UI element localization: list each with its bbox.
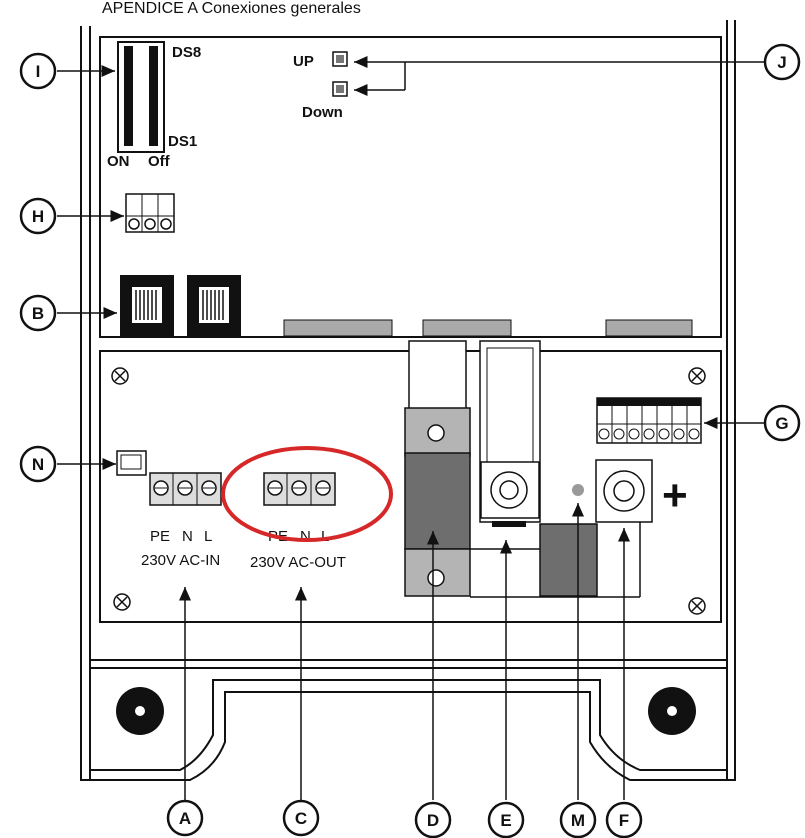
screw-icon <box>688 597 706 615</box>
ac-in-pe-label: PE <box>150 528 170 545</box>
ac-in-terminal <box>149 472 222 506</box>
ds8-label: DS8 <box>172 44 201 61</box>
callout-F-letter: F <box>619 811 629 830</box>
fuse-holder <box>404 340 471 597</box>
screw-icon <box>688 367 706 385</box>
temperature-sensor <box>572 484 584 496</box>
off-label: Off <box>148 153 171 170</box>
dip-switch-block <box>117 41 165 153</box>
edge-connector-3 <box>605 319 693 337</box>
on-label: ON <box>107 153 130 170</box>
callout-A <box>166 799 204 837</box>
ac-out-n-label: N <box>300 528 311 545</box>
callout-G <box>763 404 801 442</box>
callout-N <box>19 445 57 483</box>
callout-D <box>414 801 452 838</box>
ac-out-terminal <box>263 472 336 506</box>
ac-in-label: 230V AC-IN <box>141 552 220 569</box>
edge-connector-1 <box>283 319 393 337</box>
edge-connector-2 <box>422 319 512 337</box>
callout-J <box>763 43 801 81</box>
control-board <box>99 36 722 338</box>
rj-jack-left <box>120 275 174 337</box>
callout-H-letter: H <box>32 207 44 226</box>
callout-G-letter: G <box>775 414 788 433</box>
callout-E <box>487 801 525 838</box>
page-title: APENDICE A Conexiones generales <box>102 0 361 17</box>
callout-M-letter: M <box>571 811 585 830</box>
battery-negative-terminal <box>479 340 541 527</box>
callout-J-letter: J <box>777 53 786 72</box>
shunt-block <box>539 523 598 597</box>
rj-jack-right <box>187 275 241 337</box>
callout-E-letter: E <box>500 811 511 830</box>
enclosure <box>80 20 736 781</box>
callout-I <box>19 52 57 90</box>
ds1-label: DS1 <box>168 133 197 150</box>
leader-lines <box>57 56 764 800</box>
plus-symbol: + <box>662 471 688 520</box>
small-terminal-block <box>125 193 175 233</box>
callout-M <box>559 801 597 838</box>
ac-in-l-label: L <box>204 528 212 545</box>
callout-B <box>19 294 57 332</box>
ac-out-label: 230V AC-OUT <box>250 554 346 571</box>
callout-A-letter: A <box>179 809 191 828</box>
callout-D-letter: D <box>427 811 439 830</box>
mounting-hole-right <box>648 687 696 735</box>
relay-terminal-strip <box>596 397 702 444</box>
callout-F <box>605 801 643 838</box>
down-label: Down <box>302 104 343 121</box>
battery-positive-terminal <box>595 459 653 597</box>
ac-out-l-label: L <box>321 528 329 545</box>
callout-C-letter: C <box>295 809 307 828</box>
callout-I-letter: I <box>36 62 41 81</box>
callout-B-letter: B <box>32 304 44 323</box>
mounting-hole-left <box>116 687 164 735</box>
up-label: UP <box>293 53 314 70</box>
ac-in-n-label: N <box>182 528 193 545</box>
screw-icon <box>111 367 129 385</box>
callout-C <box>282 799 320 837</box>
callout-H <box>19 197 57 235</box>
screw-icon <box>113 593 131 611</box>
callout-N-letter: N <box>32 455 44 474</box>
highlight-ellipse <box>221 446 393 542</box>
